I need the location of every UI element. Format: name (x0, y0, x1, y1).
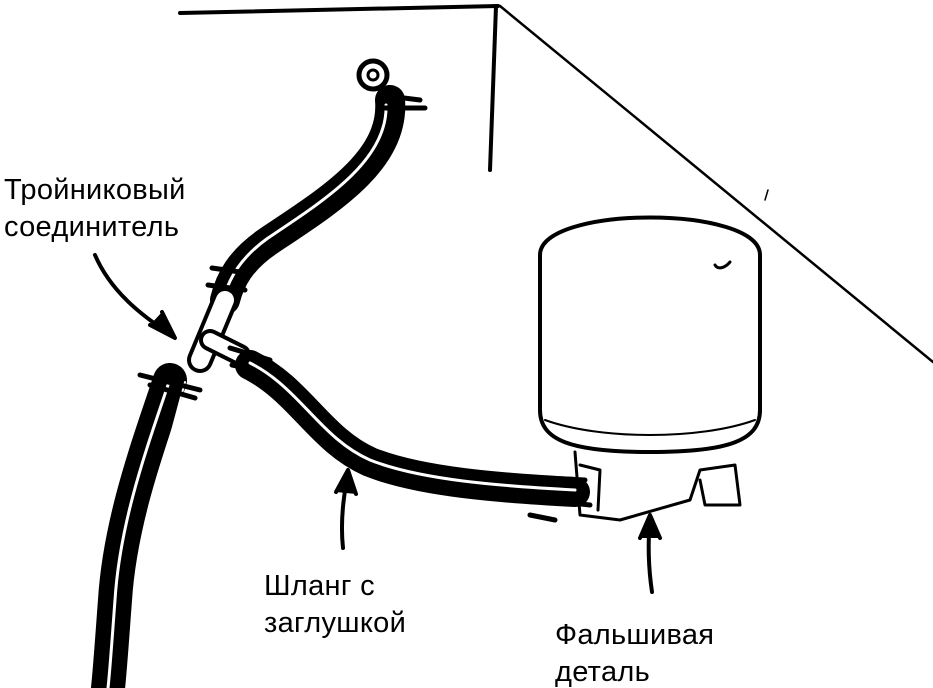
arrow-tee-connector (93, 253, 177, 340)
upper-hose (210, 85, 406, 315)
wall-edge-line (488, 4, 498, 172)
label-line: Шланг с (264, 570, 375, 602)
label-line: Тройниковый (4, 174, 186, 206)
ceiling-line (178, 4, 500, 15)
fitting-ring (356, 58, 390, 92)
label-line: заглушкой (264, 607, 407, 639)
arrow-dummy-part (638, 513, 662, 594)
arrow-plugged-hose (334, 468, 358, 550)
label-dummy-part: Фальшивая деталь (555, 617, 714, 688)
label-line: Фальшивая (555, 619, 715, 651)
dummy-part-tank (538, 215, 762, 522)
label-plugged-hose: Шланг с заглушкой (264, 568, 406, 642)
lower-hoses (91, 363, 187, 688)
diagonal-edge-line (498, 4, 933, 364)
label-line: соединитель (4, 211, 180, 243)
label-tee-connector: Тройниковый соединитель (4, 172, 186, 246)
label-line: деталь (555, 656, 651, 688)
